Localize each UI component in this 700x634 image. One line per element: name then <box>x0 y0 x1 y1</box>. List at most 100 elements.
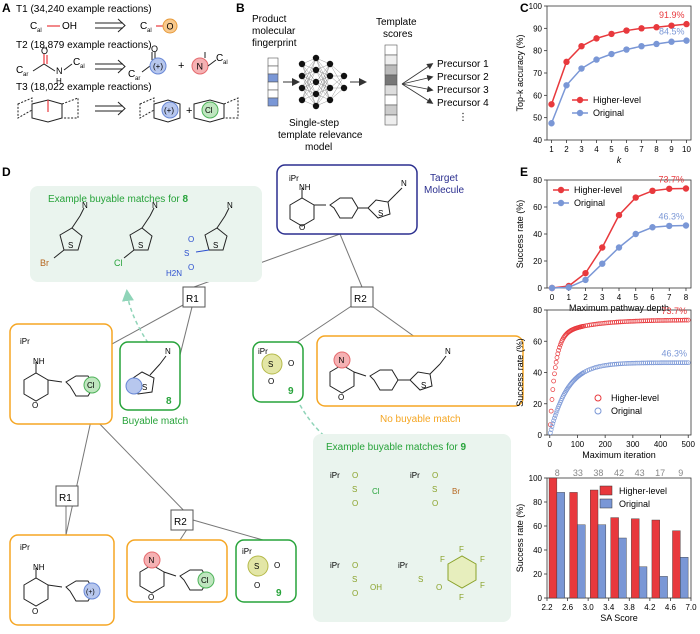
svg-text:NH: NH <box>299 183 311 192</box>
precursor-arrows <box>402 64 432 103</box>
svg-text:O: O <box>352 561 358 570</box>
data-point <box>649 188 655 194</box>
nn-node <box>299 85 305 91</box>
end-value-label: 73.7% <box>658 175 684 185</box>
svg-text:iPr: iPr <box>289 174 299 183</box>
t1-oh: OH <box>62 21 77 32</box>
svg-text:N: N <box>445 347 451 356</box>
y-tick-label: 80 <box>533 498 542 507</box>
data-point <box>638 25 644 31</box>
svg-text:S: S <box>142 383 147 392</box>
x-tick-label: 3.4 <box>603 603 615 612</box>
precursor-arrow <box>402 77 432 84</box>
panel-label-e: E <box>520 165 528 179</box>
nn-node <box>313 67 319 73</box>
x-tick-label: 4.6 <box>665 603 677 612</box>
svg-text:R2: R2 <box>174 517 187 528</box>
data-point <box>638 43 644 49</box>
legend-swatch <box>600 499 612 508</box>
count-label: 17 <box>655 468 665 478</box>
x-tick-label: 100 <box>571 440 585 449</box>
svg-text:S: S <box>254 562 259 571</box>
t2-label: T2 (18,879 example reactions) <box>16 40 152 51</box>
nn-node <box>327 73 333 79</box>
svg-text:al: al <box>37 28 42 34</box>
panel-a: A T1 (34,240 example reactions) T2 (18,8… <box>2 1 238 122</box>
y-tick-label: 20 <box>533 257 542 266</box>
score-cell <box>385 65 397 75</box>
chart-success-vs-sa-score: 020406080100SA ScoreSuccess rate (%)2.22… <box>515 468 697 623</box>
precursor-4: Precursor 4 <box>437 98 489 109</box>
svg-text:Cl: Cl <box>372 487 380 496</box>
x-tick-label: 8 <box>654 145 659 154</box>
svg-text:Br: Br <box>40 258 49 268</box>
nn-node <box>313 103 319 109</box>
svg-text:iPr: iPr <box>330 471 340 480</box>
x-tick-label: 7 <box>667 293 672 302</box>
x-tick-label: 9 <box>669 145 674 154</box>
svg-text:O: O <box>268 377 274 386</box>
svg-text:8: 8 <box>166 396 172 407</box>
precursor-1: Precursor 1 <box>437 59 489 70</box>
x-tick-label: 4.2 <box>644 603 656 612</box>
data-point <box>552 372 556 376</box>
y-tick-label: 20 <box>533 570 542 579</box>
svg-text:Cl: Cl <box>201 576 209 585</box>
svg-text:O: O <box>148 593 154 602</box>
svg-text:O: O <box>254 581 260 590</box>
svg-text:iPr: iPr <box>410 471 420 480</box>
nn-node <box>299 97 305 103</box>
bar <box>570 492 578 598</box>
svg-text:S: S <box>378 209 383 218</box>
data-point <box>683 185 689 191</box>
legend-swatch <box>600 486 612 495</box>
data-point <box>551 388 555 392</box>
svg-text:R1: R1 <box>59 493 72 504</box>
svg-text:O: O <box>338 393 344 402</box>
score-cell <box>385 95 397 105</box>
end-value-label: 46.3% <box>658 211 684 221</box>
x-tick-label: 3 <box>600 293 605 302</box>
x-tick-label: 400 <box>654 440 668 449</box>
x-tick-label: 7 <box>639 145 644 154</box>
x-tick-label: 6 <box>650 293 655 302</box>
x-tick-label: 4 <box>594 145 599 154</box>
data-point <box>554 411 558 415</box>
svg-text:F: F <box>480 581 485 590</box>
nn-node <box>327 61 333 67</box>
y-tick-label: 40 <box>533 136 542 145</box>
svg-text:al: al <box>147 28 152 34</box>
svg-text:S: S <box>352 485 357 494</box>
data-point <box>608 51 614 57</box>
data-point <box>633 194 639 200</box>
bar <box>652 520 660 598</box>
score-cell <box>385 75 397 85</box>
svg-text:O: O <box>167 22 174 32</box>
data-point <box>633 231 639 237</box>
svg-text:S: S <box>268 360 273 369</box>
svg-text:(+): (+) <box>153 62 163 71</box>
data-point <box>616 244 622 250</box>
x-tick-label: 5 <box>634 293 639 302</box>
y-tick-label: 60 <box>533 203 542 212</box>
svg-text:iPr: iPr <box>398 561 408 570</box>
svg-text:Single-step: Single-step <box>289 118 339 129</box>
legend-label: Original <box>619 499 650 509</box>
svg-text:iPr: iPr <box>242 547 252 556</box>
data-point <box>616 212 622 218</box>
svg-text:N: N <box>152 201 158 210</box>
data-point <box>552 379 556 383</box>
svg-text:S: S <box>68 241 73 250</box>
legend-marker <box>577 97 583 103</box>
y-tick-label: 100 <box>529 474 543 483</box>
data-point <box>563 59 569 65</box>
svg-text:9: 9 <box>288 386 294 397</box>
bar <box>590 490 598 598</box>
fingerprint-vector <box>268 58 278 106</box>
x-tick-label: 10 <box>682 145 691 154</box>
data-point <box>623 27 629 33</box>
data-point <box>599 261 605 267</box>
bar <box>549 478 557 598</box>
end-value-label: 84.5% <box>659 27 685 37</box>
